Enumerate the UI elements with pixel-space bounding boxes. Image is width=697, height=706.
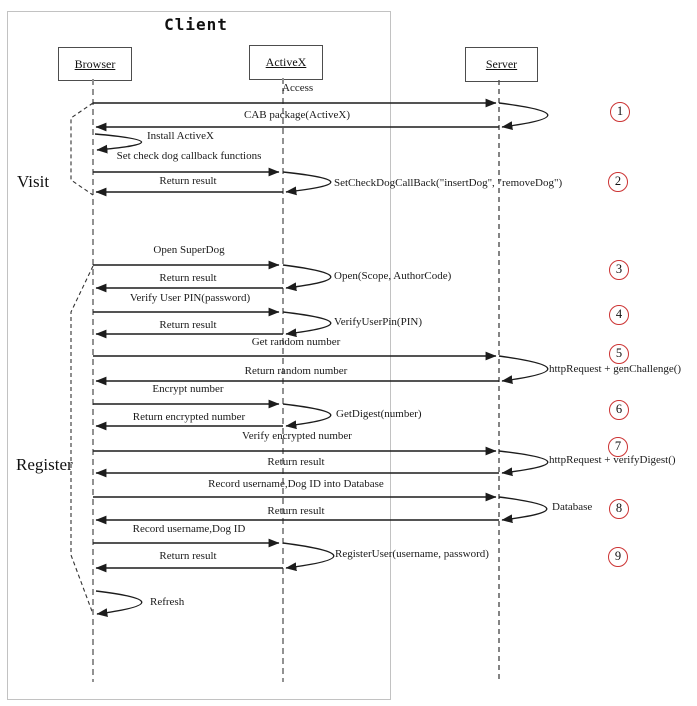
message-label: Database [552, 501, 593, 513]
phase-label-register: Register [16, 455, 73, 474]
message-label: Return result [159, 550, 217, 562]
step-badge: 7 [608, 437, 628, 457]
message-label: Open(Scope, AuthorCode) [334, 270, 452, 282]
message-label: Return result [159, 319, 217, 331]
client-title: Client [164, 15, 228, 34]
message-label: Access [282, 82, 314, 94]
message-label: Get random number [251, 336, 341, 348]
step-badge: 6 [609, 400, 629, 420]
step-badge: 5 [609, 344, 629, 364]
message-label: Verify User PIN(password) [129, 292, 251, 304]
message-label: Verify encrypted number [242, 430, 352, 442]
step-badge: 3 [609, 260, 629, 280]
step-badge: 9 [608, 547, 628, 567]
phase-braces [70, 102, 94, 615]
participant-server: Server [465, 47, 538, 82]
lifelines [92, 78, 500, 682]
participant-activex-label: ActiveX [265, 55, 307, 69]
message-label: Return encrypted number [132, 411, 246, 423]
message-label: Set check dog callback functions [116, 150, 262, 162]
message-label: Open SuperDog [153, 244, 225, 256]
message-label: Return result [159, 272, 217, 284]
message-label: httpRequest + verifyDigest() [549, 454, 676, 466]
message-label: Return result [159, 175, 217, 187]
message-label: CAB package(ActiveX) [244, 109, 350, 121]
message-label: Record username,Dog ID into Database [208, 478, 384, 490]
participant-browser-label: Browser [74, 56, 116, 71]
participant-activex: ActiveX [249, 45, 323, 80]
message-label: GetDigest(number) [336, 408, 422, 420]
message-label: Return result [267, 456, 325, 468]
step-badge: 1 [610, 102, 630, 122]
participant-browser: Browser [58, 47, 132, 81]
message-label: SetCheckDogCallBack("insertDog", "remove… [334, 177, 563, 189]
message-label: Return random number [244, 365, 348, 377]
message-label: RegisterUser(username, password) [335, 548, 489, 560]
message-label: Refresh [150, 596, 185, 608]
phase-label-visit: Visit [17, 172, 50, 191]
message-label: Record username,Dog ID [132, 523, 246, 535]
message-label: VerifyUserPin(PIN) [334, 316, 422, 328]
step-badge: 8 [609, 499, 629, 519]
message-label: Install ActiveX [147, 130, 214, 142]
participant-server-label: Server [485, 57, 518, 71]
step-badge: 4 [609, 305, 629, 325]
message-label: Return result [267, 505, 325, 517]
message-arrows [93, 98, 549, 617]
message-label: Encrypt number [152, 383, 224, 395]
step-badge: 2 [608, 172, 628, 192]
message-label: httpRequest + genChallenge() [549, 363, 682, 375]
